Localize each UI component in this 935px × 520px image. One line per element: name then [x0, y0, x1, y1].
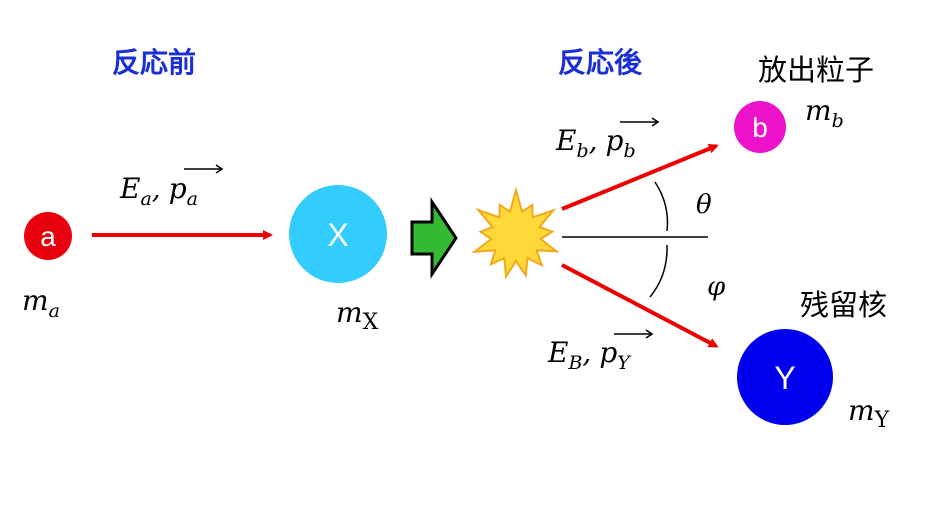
- reaction-block-arrow: [410, 197, 458, 279]
- emitted-energy-momentum: Eb,pb: [555, 124, 636, 162]
- mass-b: mb: [805, 94, 844, 132]
- theta-arc: [654, 181, 669, 232]
- particle-a-circle: [24, 212, 72, 260]
- heading-residual-nucleus: 残留核: [800, 288, 887, 322]
- vector-arrowhead-pY: [645, 329, 654, 339]
- heading-before-reaction: 反応前: [112, 46, 196, 79]
- residual-energy-momentum: EB,pY: [547, 336, 632, 374]
- emitted-particle-arrow: [561, 144, 719, 211]
- phi-label: φ: [707, 272, 726, 302]
- particle-a-label: a: [40, 221, 56, 252]
- vector-arrowhead-pb: [651, 117, 660, 127]
- particle-X-label: X: [327, 217, 348, 253]
- residual-nucleus-arrow: [561, 263, 719, 348]
- heading-emitted-particle: 放出粒子: [758, 53, 874, 87]
- incoming-energy-momentum: Ea,pa: [119, 172, 198, 210]
- particle-Y-label: Y: [774, 360, 795, 396]
- phi-arc: [649, 244, 668, 298]
- particle-Y-circle: [737, 329, 833, 425]
- particle-X-circle: [289, 185, 387, 283]
- particle-b-label: b: [752, 112, 768, 143]
- mass-Y: mY: [848, 394, 890, 433]
- vector-arrowhead-pa: [215, 164, 224, 174]
- mass-X: mX: [336, 296, 379, 335]
- collision-burst-icon: [471, 186, 560, 280]
- theta-label: θ: [696, 190, 712, 220]
- particle-b-circle: [734, 101, 786, 153]
- heading-after-reaction: 反応後: [558, 46, 643, 79]
- mass-a: ma: [22, 284, 60, 322]
